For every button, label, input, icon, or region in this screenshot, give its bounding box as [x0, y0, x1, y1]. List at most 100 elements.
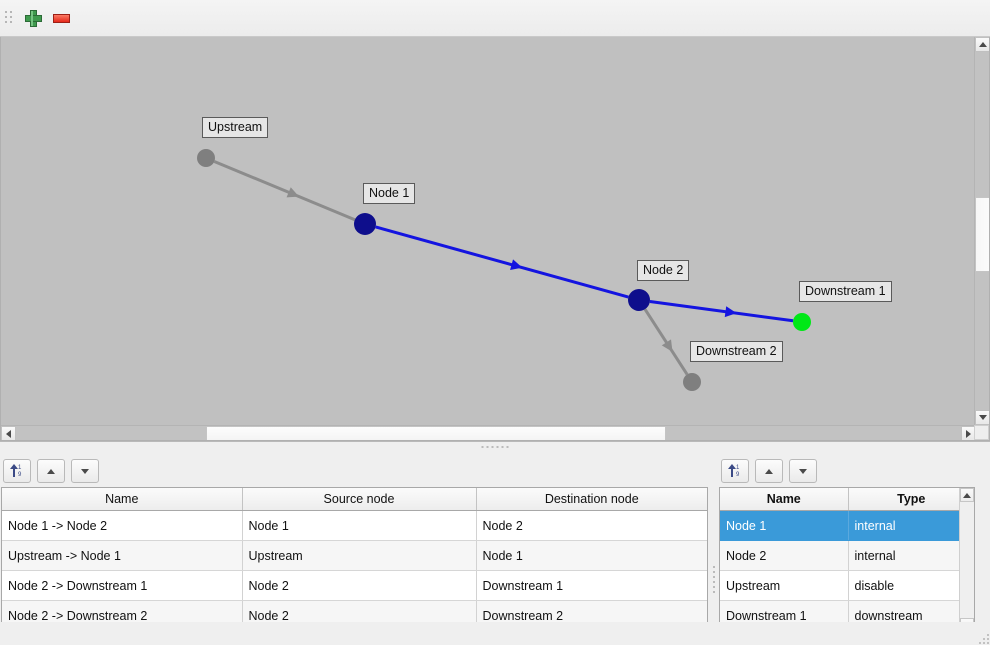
graph-node-label[interactable]: Upstream	[202, 117, 269, 138]
nodes-table-scrollbar[interactable]	[959, 488, 974, 632]
table-cell[interactable]: Upstream	[242, 540, 477, 571]
vertical-scroll-thumb[interactable]	[975, 197, 989, 272]
nodes-move-up-button[interactable]	[755, 459, 783, 483]
sort-digit-top: 1	[736, 465, 740, 471]
graph-edge[interactable]	[213, 160, 356, 222]
table-cell[interactable]: Node 1	[476, 540, 707, 571]
graph-node[interactable]	[683, 373, 701, 391]
column-header[interactable]: Type	[848, 488, 974, 511]
sort-digit-bottom: 9	[18, 472, 22, 478]
scroll-up-button[interactable]	[975, 37, 989, 52]
plus-icon	[24, 9, 42, 27]
triangle-down-icon	[799, 468, 807, 474]
add-button[interactable]	[19, 4, 47, 32]
sort-digit-top: 1	[18, 465, 22, 471]
table-cell[interactable]: Node 2 -> Downstream 1	[2, 570, 243, 601]
triangle-down-icon	[81, 468, 89, 474]
table-cell[interactable]: Node 2	[720, 540, 849, 571]
graph-edge-arrow	[510, 259, 523, 270]
table-cell[interactable]: disable	[848, 570, 974, 601]
edges-move-down-button[interactable]	[71, 459, 99, 483]
graph-node[interactable]	[197, 149, 215, 167]
triangle-up-icon	[978, 42, 987, 47]
graph-node[interactable]	[354, 213, 376, 235]
graph-edge[interactable]	[649, 299, 794, 323]
triangle-right-icon	[966, 429, 971, 438]
graph-node-label[interactable]: Downstream 2	[690, 341, 783, 362]
triangle-left-icon	[6, 429, 11, 438]
graph-node[interactable]	[628, 289, 650, 311]
sort-digit-bottom: 9	[736, 472, 740, 478]
scroll-left-button[interactable]	[1, 426, 16, 440]
table-cell[interactable]: Upstream	[720, 570, 849, 601]
table-cell[interactable]: Node 1 -> Node 2	[2, 510, 243, 541]
edges-sort-button[interactable]: 1 9	[3, 459, 31, 483]
column-header[interactable]: Name	[720, 488, 849, 511]
sort-arrow-icon: 1 9	[9, 463, 25, 479]
vertical-splitter[interactable]	[710, 454, 718, 645]
graph-edge-arrow	[286, 187, 299, 198]
table-cell[interactable]: Downstream 1	[476, 570, 707, 601]
nodes-sort-button[interactable]: 1 9	[721, 459, 749, 483]
table-cell[interactable]: Node 2	[242, 570, 477, 601]
horizontal-splitter[interactable]	[0, 441, 990, 454]
scrollbar-corner	[974, 425, 989, 440]
column-header[interactable]: Source node	[242, 488, 477, 511]
toolbar-drag-grip[interactable]	[4, 7, 13, 29]
column-header[interactable]: Destination node	[476, 488, 707, 511]
graph-edge[interactable]	[643, 308, 689, 376]
graph-edge-arrow	[661, 339, 673, 352]
table-cell[interactable]: Node 1	[242, 510, 477, 541]
edges-toolbar: 1 9	[0, 454, 710, 487]
nodes-toolbar: 1 9	[718, 454, 990, 487]
edges-move-up-button[interactable]	[37, 459, 65, 483]
graph-node[interactable]	[793, 313, 811, 331]
vertical-splitter-grip	[713, 566, 715, 593]
nodes-move-down-button[interactable]	[789, 459, 817, 483]
minus-icon	[52, 13, 70, 23]
main-toolbar	[0, 0, 990, 37]
splitter-grip	[481, 446, 509, 448]
graph-edge[interactable]	[375, 225, 629, 299]
horizontal-scroll-thumb[interactable]	[206, 426, 666, 440]
graph-edges	[197, 149, 811, 391]
remove-button[interactable]	[47, 4, 75, 32]
graph-node-label[interactable]: Node 2	[637, 260, 690, 281]
scroll-down-button[interactable]	[975, 410, 989, 425]
graph-vertical-scrollbar[interactable]	[974, 37, 989, 425]
triangle-up-icon	[765, 468, 773, 474]
triangle-up-icon	[963, 492, 971, 498]
graph-edge-arrow	[724, 306, 737, 318]
window-resize-grip[interactable]	[979, 634, 989, 644]
triangle-up-icon	[47, 468, 55, 474]
table-cell[interactable]: internal	[848, 510, 974, 541]
graph-node-label[interactable]: Downstream 1	[799, 281, 892, 302]
table-cell[interactable]: Upstream -> Node 1	[2, 540, 243, 571]
table-cell[interactable]: Node 2	[476, 510, 707, 541]
nodes-scroll-up-button[interactable]	[960, 488, 974, 502]
graph-horizontal-scrollbar[interactable]	[1, 425, 976, 440]
triangle-down-icon	[978, 415, 987, 420]
column-header[interactable]: Name	[2, 488, 243, 511]
table-cell[interactable]: Node 1	[720, 510, 849, 541]
graph-node-label[interactable]: Node 1	[363, 183, 416, 204]
table-cell[interactable]: internal	[848, 540, 974, 571]
